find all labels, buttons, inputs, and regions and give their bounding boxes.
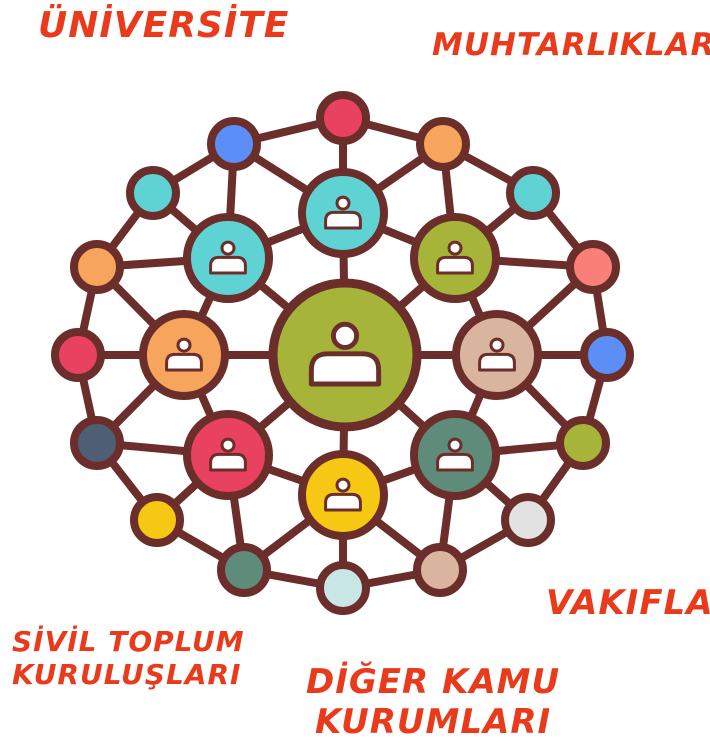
- inner-node: [410, 213, 500, 303]
- person-head: [489, 337, 505, 353]
- person-head: [176, 337, 192, 353]
- person-body: [209, 452, 247, 472]
- person-icon: [324, 195, 362, 230]
- person-head: [335, 477, 351, 493]
- outer-node: [51, 328, 105, 382]
- person-icon: [436, 240, 474, 275]
- inner-node: [139, 310, 229, 400]
- person-head: [447, 437, 463, 453]
- label-sivil-toplum: SİVİL TOPLUM KURULUŞLARI: [12, 625, 245, 691]
- inner-node: [452, 310, 542, 400]
- person-icon: [436, 437, 474, 472]
- outer-node: [413, 543, 467, 597]
- person-icon: [209, 437, 247, 472]
- outer-node: [506, 166, 560, 220]
- label-vakiflar: VAKIFLAR: [546, 583, 710, 623]
- outer-node: [70, 416, 124, 470]
- label-sivil-toplum-line2: KURULUŞLARI: [12, 658, 242, 692]
- center-node: [268, 278, 422, 432]
- outer-node: [501, 493, 555, 547]
- person-head: [220, 437, 236, 453]
- outer-node: [207, 117, 261, 171]
- person-icon: [478, 337, 516, 372]
- label-diger-kamu-line2: KURUMLARI: [314, 702, 552, 743]
- outer-node: [566, 240, 620, 294]
- person-head: [330, 321, 360, 350]
- inner-node: [183, 213, 273, 303]
- person-head: [220, 240, 236, 256]
- person-head: [335, 195, 351, 211]
- outer-node: [70, 240, 124, 294]
- outer-node: [316, 561, 370, 615]
- outer-node: [580, 328, 634, 382]
- outer-node: [217, 543, 271, 597]
- person-body: [324, 492, 362, 512]
- outer-node: [416, 117, 470, 171]
- inner-node: [183, 410, 273, 500]
- label-muhtarliklar: MUHTARLIKLAR: [432, 27, 710, 63]
- inner-node: [410, 410, 500, 500]
- person-body: [165, 352, 203, 372]
- person-body: [209, 255, 247, 275]
- outer-node: [316, 91, 370, 145]
- person-icon: [308, 321, 382, 387]
- outer-node: [126, 166, 180, 220]
- inner-node: [298, 168, 388, 258]
- person-icon: [165, 337, 203, 372]
- person-icon: [209, 240, 247, 275]
- person-body: [436, 452, 474, 472]
- outer-node: [130, 493, 184, 547]
- inner-node: [298, 450, 388, 540]
- person-body: [436, 255, 474, 275]
- person-body: [324, 210, 362, 230]
- person-icon: [324, 477, 362, 512]
- label-universite: ÜNİVERSİTE: [38, 5, 290, 46]
- label-diger-kamu-line1: DİĞER KAMU: [306, 662, 561, 702]
- label-sivil-toplum-line1: SİVİL TOPLUM: [12, 625, 245, 658]
- label-diger-kamu: DİĞER KAMU KURUMLARI: [306, 662, 560, 742]
- network-nodes: [51, 91, 634, 615]
- outer-node: [556, 416, 610, 470]
- person-head: [447, 240, 463, 256]
- person-body: [478, 352, 516, 372]
- person-body: [308, 351, 382, 387]
